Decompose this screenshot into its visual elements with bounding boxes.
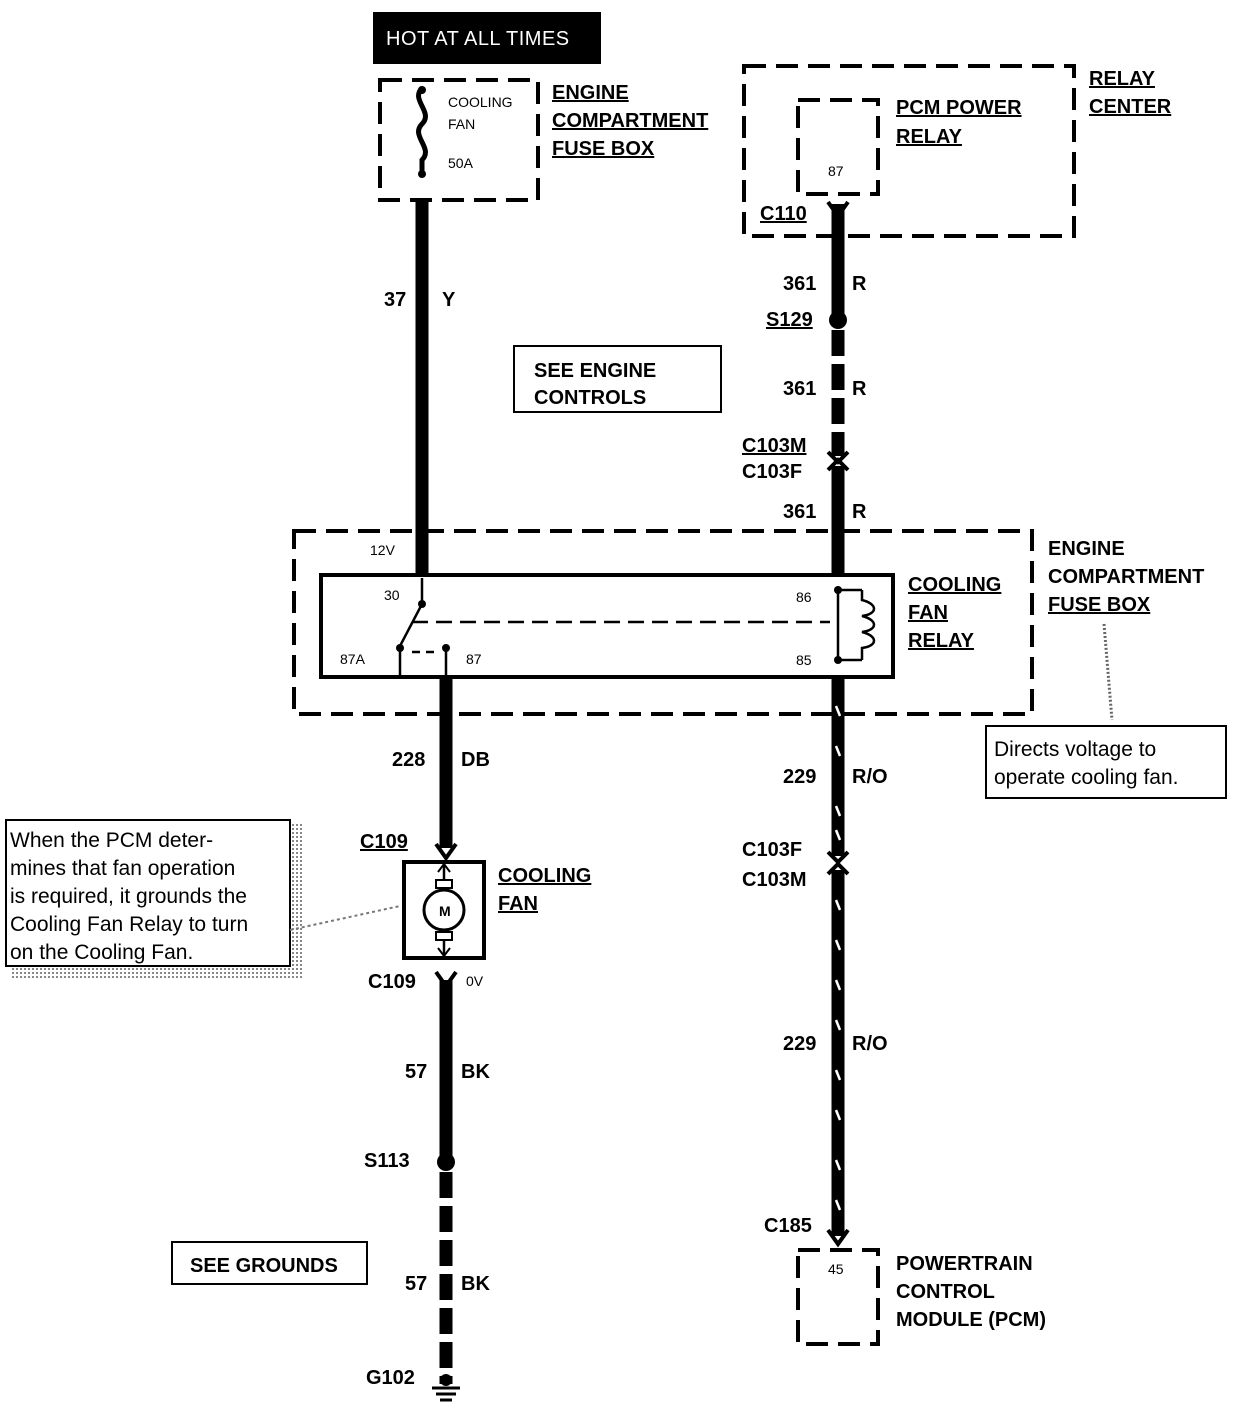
relay-center-title-line2: CENTER <box>1089 96 1172 118</box>
wire-229-number-1: 229 <box>783 766 816 788</box>
wire-228-number: 228 <box>392 749 425 771</box>
pcm-relay-pin-87: 87 <box>828 163 844 179</box>
connector-c103f-top: C103F <box>742 461 802 483</box>
wire-361-number-3: 361 <box>783 501 816 523</box>
svg-text:SEE ENGINE: SEE ENGINE <box>534 360 656 382</box>
svg-text:Directs voltage to: Directs voltage to <box>994 738 1156 761</box>
svg-text:HOT AT ALL TIMES: HOT AT ALL TIMES <box>386 28 570 50</box>
pcm-pin-45: 45 <box>828 1261 844 1277</box>
cooling-fan-relay-line3: RELAY <box>908 630 975 652</box>
see-grounds-box: SEE GROUNDS <box>171 1241 368 1285</box>
wire-361-color-2: R <box>852 378 867 400</box>
relay-fuse-box-line3: FUSE BOX <box>1048 594 1151 616</box>
connector-c103f-bottom: C103F <box>742 839 802 861</box>
relay-coil-icon <box>860 590 876 660</box>
fuse-name-line1: COOLING <box>448 94 513 110</box>
relay-fuse-box-line1: ENGINE <box>1048 538 1125 560</box>
see-engine-controls-box: SEE ENGINE CONTROLS <box>513 345 722 413</box>
connector-c109-top: C109 <box>360 831 408 853</box>
cooling-fan-title-line2: FAN <box>498 893 538 915</box>
hot-at-all-times-label: HOT AT ALL TIMES <box>373 12 601 64</box>
pcm-title-line2: CONTROL <box>896 1281 995 1303</box>
connector-c109-bottom: C109 <box>368 971 416 993</box>
cooling-fan-motor: M COOLING FAN <box>402 860 591 960</box>
relay-pin-86: 86 <box>796 589 812 605</box>
motor-icon <box>422 888 466 932</box>
relay-voltage-12v: 12V <box>370 542 396 558</box>
wire-57-color-1: BK <box>461 1061 490 1083</box>
wire-228-color: DB <box>461 749 490 771</box>
connector-c103-female-symbol <box>826 457 850 472</box>
fuse-symbol <box>416 86 428 176</box>
relay-pin-30: 30 <box>384 587 400 603</box>
fuse-rating: 50A <box>448 155 474 171</box>
wire-37-number: 37 <box>384 289 406 311</box>
cooling-fan-title-line1: COOLING <box>498 865 591 887</box>
connector-c103m-top: C103M <box>742 435 806 457</box>
pcm-title-line3: MODULE (PCM) <box>896 1309 1046 1331</box>
pcm-power-relay-line2: RELAY <box>896 126 963 148</box>
connector-c103m-bottom: C103M <box>742 869 806 891</box>
wire-37-color: Y <box>442 289 456 311</box>
svg-text:SEE GROUNDS: SEE GROUNDS <box>190 1255 338 1277</box>
splice-s129: S129 <box>766 309 813 331</box>
cooling-fan-relay-body <box>319 573 895 679</box>
cooling-fan-relay-line2: FAN <box>908 602 948 624</box>
wire-229-color-2: R/O <box>852 1033 888 1055</box>
splice-s129-dot <box>829 311 847 329</box>
pcm-power-relay-line1: PCM POWER <box>896 97 1022 119</box>
svg-text:is required, it grounds the: is required, it grounds the <box>10 885 247 908</box>
svg-text:When the PCM deter-: When the PCM deter- <box>10 829 213 852</box>
cooling-fan-relay-assembly: 12V 30 87A 87 86 85 COOLING FAN RELAY EN… <box>292 529 1204 716</box>
wire-361-color-3: R <box>852 501 867 523</box>
pcm-title-line1: POWERTRAIN <box>896 1253 1033 1275</box>
splice-s113: S113 <box>364 1150 410 1172</box>
fuse-box-title-line3: FUSE BOX <box>552 138 655 160</box>
svg-text:on the Cooling Fan.: on the Cooling Fan. <box>10 941 193 964</box>
svg-text:Cooling Fan Relay to turn: Cooling Fan Relay to turn <box>10 913 248 936</box>
fuse-name-line2: FAN <box>448 116 475 132</box>
wire-361-number-2: 361 <box>783 378 816 400</box>
engine-compartment-fuse-box-top: COOLING FAN 50A ENGINE COMPARTMENT FUSE … <box>378 78 708 202</box>
relay-center: 87 PCM POWER RELAY RELAY CENTER C110 <box>742 64 1172 238</box>
ground-icon <box>432 1374 460 1402</box>
note-directs-voltage: Directs voltage to operate cooling fan. <box>985 623 1228 800</box>
svg-text:operate cooling fan.: operate cooling fan. <box>994 766 1178 789</box>
fuse-box-title-line2: COMPARTMENT <box>552 110 708 132</box>
wire-57-number-2: 57 <box>405 1273 427 1295</box>
wire-229-number-2: 229 <box>783 1033 816 1055</box>
ground-g102: G102 <box>366 1367 415 1389</box>
note-pcm-grounds-relay: When the PCM deter- mines that fan opera… <box>5 819 401 980</box>
wire-229-color-1: R/O <box>852 766 888 788</box>
svg-text:mines that fan operation: mines that fan operation <box>10 857 235 880</box>
splice-s113-dot <box>437 1153 455 1171</box>
relay-pin-87a: 87A <box>340 651 366 667</box>
relay-switch-contact <box>398 603 424 647</box>
wire-361-color-1: R <box>852 273 867 295</box>
wire-361-number-1: 361 <box>783 273 816 295</box>
connector-c185: C185 <box>764 1215 812 1237</box>
motor-letter: M <box>439 903 451 919</box>
powertrain-control-module: 45 POWERTRAIN CONTROL MODULE (PCM) <box>796 1248 1046 1346</box>
voltage-0v: 0V <box>466 973 484 989</box>
cooling-fan-relay-line1: COOLING <box>908 574 1001 596</box>
svg-text:CONTROLS: CONTROLS <box>534 387 646 409</box>
relay-fuse-box-line2: COMPARTMENT <box>1048 566 1204 588</box>
relay-pin-87: 87 <box>466 651 482 667</box>
fuse-box-title-line1: ENGINE <box>552 82 629 104</box>
wire-57-number-1: 57 <box>405 1061 427 1083</box>
wire-57-color-2: BK <box>461 1273 490 1295</box>
connector-c110: C110 <box>760 203 807 225</box>
relay-center-title-line1: RELAY <box>1089 68 1156 90</box>
relay-pin-85: 85 <box>796 652 812 668</box>
